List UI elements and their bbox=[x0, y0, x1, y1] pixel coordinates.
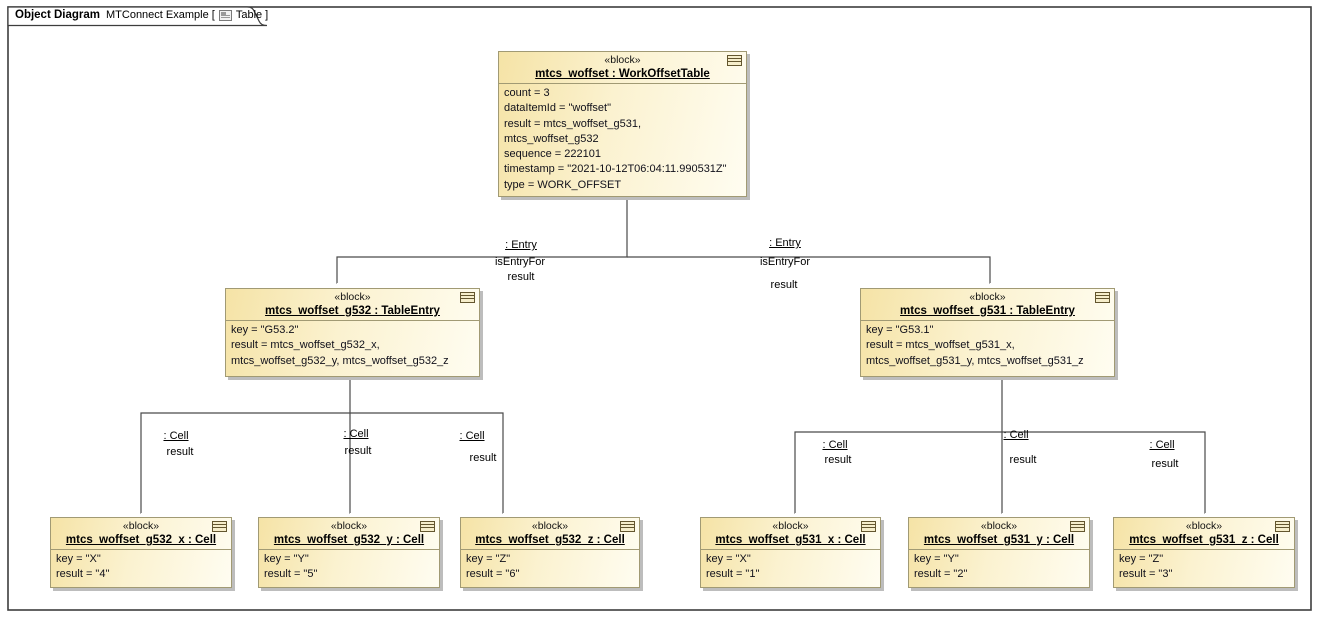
compartment-note-icon[interactable] bbox=[1070, 521, 1085, 532]
block-mtcs-woffset-g531-y-cell[interactable]: «block» mtcs_woffset_g531_y : Cell key =… bbox=[908, 517, 1090, 588]
entry-role-isentryfor-g531[interactable]: isEntryFor bbox=[759, 256, 811, 268]
compartment-note-icon[interactable] bbox=[727, 55, 742, 66]
block-name[interactable]: mtcs_woffset_g532_y : Cell bbox=[273, 534, 425, 546]
block-name[interactable]: mtcs_woffset : WorkOffsetTable bbox=[535, 68, 710, 80]
diagram-frame-tab[interactable] bbox=[7, 6, 268, 27]
entry-role-result-g531[interactable]: result bbox=[770, 279, 798, 291]
diagram-type-label: Table ] bbox=[235, 9, 269, 21]
block-attributes: count = 3 dataItemId = "woffset" result … bbox=[504, 87, 727, 191]
cell-connector-g531-x[interactable] bbox=[795, 377, 1003, 513]
cell-link-label-g532-z[interactable]: : Cell bbox=[459, 430, 485, 442]
block-mtcs-woffset-g532-z-cell[interactable]: «block» mtcs_woffset_g532_z : Cell key =… bbox=[460, 517, 640, 588]
entry-connector-g532[interactable] bbox=[337, 197, 628, 283]
compartment-note-icon[interactable] bbox=[212, 521, 227, 532]
diagram-kind-label: Object Diagram bbox=[15, 9, 100, 21]
block-attributes: key = "Z" result = "3" bbox=[1119, 553, 1173, 581]
block-name[interactable]: mtcs_woffset_g531_z : Cell bbox=[1129, 534, 1279, 546]
block-mtcs-woffset-g532-y-cell[interactable]: «block» mtcs_woffset_g532_y : Cell key =… bbox=[258, 517, 440, 588]
block-mtcs-woffset-g531-x-cell[interactable]: «block» mtcs_woffset_g531_x : Cell key =… bbox=[700, 517, 881, 588]
block-attributes: key = "Y" result = "2" bbox=[914, 553, 968, 581]
block-mtcs-woffset-g531-z-cell[interactable]: «block» mtcs_woffset_g531_z : Cell key =… bbox=[1113, 517, 1295, 588]
cell-connector-g531-z[interactable] bbox=[1002, 431, 1206, 513]
block-name[interactable]: mtcs_woffset_g532_z : Cell bbox=[475, 534, 625, 546]
entry-link-label-g532[interactable]: : Entry bbox=[505, 239, 537, 251]
block-name[interactable]: mtcs_woffset_g532_x : Cell bbox=[65, 534, 217, 546]
stereotype-label: «block» bbox=[122, 520, 160, 532]
cell-link-label-g532-y[interactable]: : Cell bbox=[343, 428, 369, 440]
table-diagram-icon bbox=[218, 9, 232, 21]
stereotype-label: «block» bbox=[1185, 520, 1223, 532]
cell-role-result-g532-x[interactable]: result bbox=[166, 446, 194, 458]
block-attributes: key = "Y" result = "5" bbox=[264, 553, 318, 581]
cell-link-label-g531-z[interactable]: : Cell bbox=[1149, 439, 1175, 451]
block-mtcs-woffset-g532-x-cell[interactable]: «block» mtcs_woffset_g532_x : Cell key =… bbox=[50, 517, 232, 588]
block-attributes: key = "Z" result = "6" bbox=[466, 553, 520, 581]
diagram-tab-label: Object Diagram MTConnect Example [ Table… bbox=[15, 9, 268, 21]
cell-connector-g532-x[interactable] bbox=[141, 377, 351, 513]
cell-role-result-g532-z[interactable]: result bbox=[469, 452, 497, 464]
compartment-note-icon[interactable] bbox=[1095, 292, 1110, 303]
stereotype-label: «block» bbox=[969, 291, 1006, 303]
cell-connector-g532-z[interactable] bbox=[350, 412, 504, 513]
block-name[interactable]: mtcs_woffset_g531 : TableEntry bbox=[900, 305, 1075, 317]
cell-link-label-g532-x[interactable]: : Cell bbox=[163, 430, 189, 442]
block-attributes: key = "G53.1" result = mtcs_woffset_g531… bbox=[866, 324, 1084, 367]
block-name[interactable]: mtcs_woffset_g532 : TableEntry bbox=[265, 305, 440, 317]
compartment-note-icon[interactable] bbox=[1275, 521, 1290, 532]
cell-role-result-g531-x[interactable]: result bbox=[824, 454, 852, 466]
compartment-note-icon[interactable] bbox=[620, 521, 635, 532]
block-mtcs-woffset-g531-tableentry[interactable]: «block» mtcs_woffset_g531 : TableEntry k… bbox=[860, 288, 1115, 377]
diagram-name-label: MTConnect Example [ bbox=[106, 9, 215, 21]
entry-role-isentryfor-g532[interactable]: isEntryFor bbox=[494, 256, 546, 268]
stereotype-label: «block» bbox=[772, 520, 809, 532]
block-attributes: key = "X" result = "4" bbox=[56, 553, 110, 581]
cell-role-result-g531-z[interactable]: result bbox=[1151, 458, 1179, 470]
diagram-frame bbox=[7, 6, 1312, 611]
entry-link-label-g531[interactable]: : Entry bbox=[769, 237, 801, 249]
block-attributes: key = "G53.2" result = mtcs_woffset_g532… bbox=[231, 324, 449, 367]
stereotype-label: «block» bbox=[980, 520, 1018, 532]
compartment-note-icon[interactable] bbox=[861, 521, 876, 532]
stereotype-label: «block» bbox=[604, 54, 641, 66]
compartment-note-icon[interactable] bbox=[420, 521, 435, 532]
entry-role-result-g532[interactable]: result bbox=[507, 271, 535, 283]
cell-link-label-g531-y[interactable]: : Cell bbox=[1003, 429, 1029, 441]
block-name[interactable]: mtcs_woffset_g531_y : Cell bbox=[923, 534, 1075, 546]
block-name[interactable]: mtcs_woffset_g531_x : Cell bbox=[715, 534, 866, 546]
compartment-note-icon[interactable] bbox=[460, 292, 475, 303]
cell-role-result-g531-y[interactable]: result bbox=[1009, 454, 1037, 466]
block-attributes: key = "X" result = "1" bbox=[706, 553, 760, 581]
cell-role-result-g532-y[interactable]: result bbox=[344, 445, 372, 457]
stereotype-label: «block» bbox=[531, 520, 569, 532]
stereotype-label: «block» bbox=[334, 291, 371, 303]
block-mtcs-woffset-workoffsettable[interactable]: «block» mtcs_woffset : WorkOffsetTable c… bbox=[498, 51, 747, 197]
block-mtcs-woffset-g532-tableentry[interactable]: «block» mtcs_woffset_g532 : TableEntry k… bbox=[225, 288, 480, 377]
entry-connector-g531[interactable] bbox=[627, 256, 991, 283]
stereotype-label: «block» bbox=[330, 520, 368, 532]
cell-link-label-g531-x[interactable]: : Cell bbox=[822, 439, 848, 451]
